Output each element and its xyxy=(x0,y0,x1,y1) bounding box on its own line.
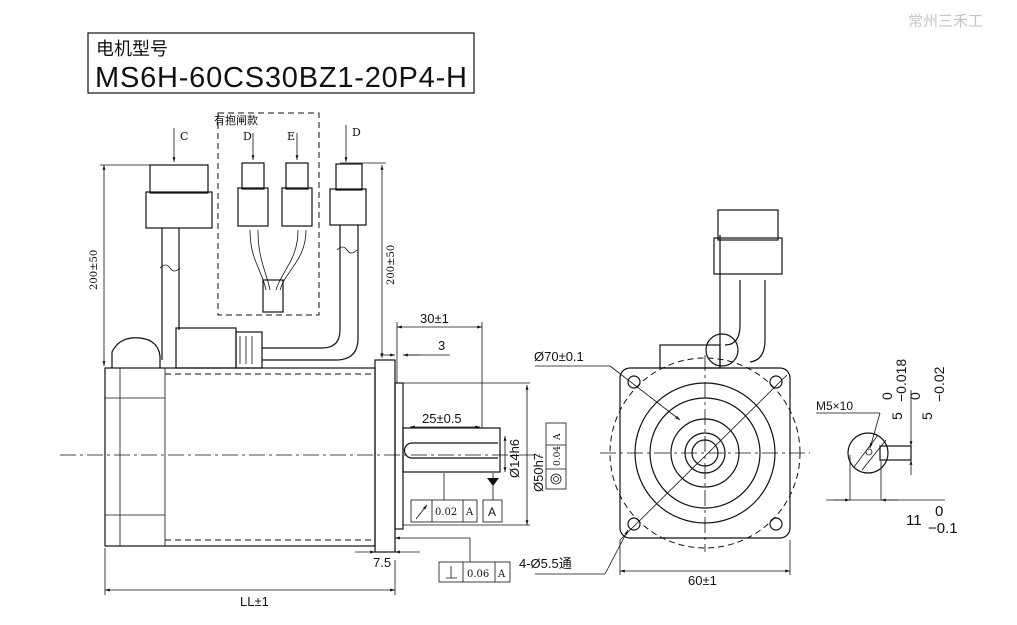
encoder-housing xyxy=(111,327,263,369)
runout-tolerance: 0.02 A A xyxy=(410,473,503,523)
connector-c-label: C xyxy=(180,130,188,143)
runout-value: 0.02 xyxy=(435,507,457,518)
key-width-1: 5 xyxy=(889,412,905,420)
concentricity-datum: A xyxy=(553,433,563,441)
shaft-length-dim: 30±1 xyxy=(420,311,449,326)
connector-c: C xyxy=(145,128,213,360)
body-length-dim: LL±1 xyxy=(240,594,269,609)
key-width-2-upper: 0 xyxy=(907,392,923,400)
square-dim: 60±1 xyxy=(688,573,717,588)
flange-thickness-dim: 3 xyxy=(438,338,445,353)
watermark: 常州三禾工 xyxy=(908,13,983,30)
concentricity-value: 0.04 xyxy=(553,446,563,466)
cable-left-dim: 200±50 xyxy=(89,250,100,290)
motor-side-view xyxy=(60,359,540,553)
key-width-1-lower: −0.018 xyxy=(893,359,909,402)
pcd-dim: Ø70±0.1 xyxy=(534,349,584,364)
key-length-dim: 25±0.5 xyxy=(422,411,462,426)
datum-a: A xyxy=(488,505,496,519)
spigot-dim: 7.5 xyxy=(373,555,391,570)
key-height: 11 xyxy=(906,512,922,529)
shaft-diameter-dim: Ø14h6 xyxy=(507,439,522,478)
title-label: 电机型号 xyxy=(96,39,168,59)
concentricity-tolerance: 0.04 A xyxy=(545,422,567,490)
thread-dim: M5×10 xyxy=(816,399,853,413)
connector-e-label: E xyxy=(287,130,295,143)
title-box: 电机型号 MS6H-60CS30BZ1-20P4-H xyxy=(87,32,475,94)
brake-variant-label: 有抱闸款 xyxy=(214,113,258,127)
cable-right-dim: 200±50 xyxy=(386,245,397,285)
connector-d2-label: D xyxy=(352,126,361,139)
key-width-1-upper: 0 xyxy=(879,392,895,400)
perpendicularity-datum: A xyxy=(497,569,506,580)
motor-front-view xyxy=(600,209,810,552)
mounting-holes-dim: 4-Ø5.5通 xyxy=(519,556,572,571)
shaft-section-detail xyxy=(816,390,945,502)
connector-d: D xyxy=(262,125,367,361)
connector-d1-label: D xyxy=(243,130,252,143)
perpendicularity-value: 0.06 xyxy=(467,569,489,580)
brake-connector-group: 有抱闸款 D E xyxy=(214,112,320,316)
model-number: MS6H-60CS30BZ1-20P4-H xyxy=(95,62,467,94)
key-width-2-lower: −0.02 xyxy=(931,366,947,402)
perpendicularity-tolerance: 0.06 A xyxy=(394,536,511,583)
runout-datum: A xyxy=(465,507,474,518)
key-height-lower: −0.1 xyxy=(928,520,958,537)
key-height-upper: 0 xyxy=(935,503,943,520)
key-width-2: 5 xyxy=(919,412,935,420)
pilot-diameter-dim: Ø50h7 xyxy=(531,453,546,492)
